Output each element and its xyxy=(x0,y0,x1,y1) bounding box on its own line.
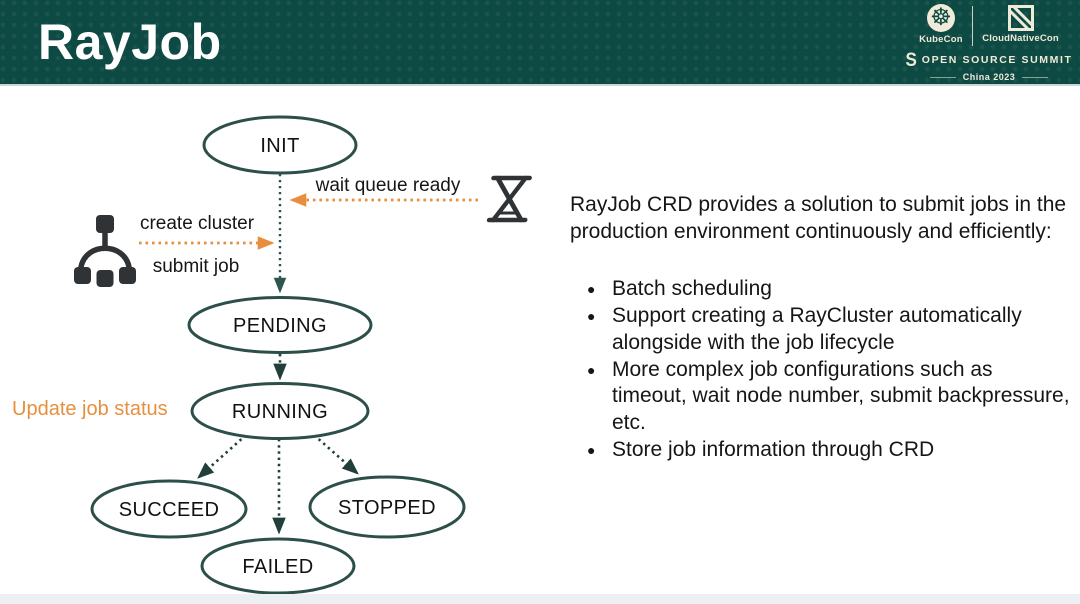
open-source-summit-logo: S OPEN SOURCE SUMMIT xyxy=(905,48,1073,71)
bottom-strip xyxy=(0,594,1080,604)
location-label: China 2023 xyxy=(962,72,1016,82)
conference-branding: ☸ KubeCon CloudNativeCon S OPEN SOURCE S… xyxy=(904,4,1074,82)
cloudnativecon-logo: CloudNativeCon xyxy=(982,4,1059,44)
feature-item-job-configurations: More complex job configurations such as … xyxy=(570,357,1070,437)
summit-label: OPEN SOURCE SUMMIT xyxy=(921,53,1073,66)
description-panel: RayJob CRD provides a solution to submit… xyxy=(570,192,1070,464)
cloudnativecon-label: CloudNativeCon xyxy=(982,33,1059,44)
node-pending-label: PENDING xyxy=(233,315,327,337)
dash-left xyxy=(929,76,956,78)
node-stopped-label: STOPPED xyxy=(338,497,436,519)
feature-item-batch-scheduling: Batch scheduling xyxy=(570,276,1070,303)
edge-running-stopped xyxy=(313,434,359,475)
node-pending: PENDING xyxy=(187,296,373,354)
node-succeed-label: SUCCEED xyxy=(119,499,220,521)
intro-text: RayJob CRD provides a solution to submit… xyxy=(570,193,1067,243)
node-failed: FAILED xyxy=(200,537,356,594)
node-stopped: STOPPED xyxy=(308,475,466,539)
feature-item-raycluster-lifecycle: Support creating a RayCluster automatica… xyxy=(570,303,1070,356)
kubecon-logo: ☸ KubeCon xyxy=(919,4,963,45)
dash-right xyxy=(1022,76,1049,78)
logos-row: ☸ KubeCon CloudNativeCon xyxy=(919,4,1059,46)
edge-running-succeed xyxy=(197,434,247,479)
node-running-label: RUNNING xyxy=(232,401,328,423)
node-init-label: INIT xyxy=(260,135,299,157)
summit-s-icon: S xyxy=(905,48,917,71)
node-succeed: SUCCEED xyxy=(90,479,248,539)
submit-job-label: submit job xyxy=(153,256,240,277)
summit-location: China 2023 xyxy=(929,72,1049,82)
create-cluster-label: create cluster xyxy=(140,213,255,234)
feature-list: Batch scheduling Support creating a RayC… xyxy=(570,276,1070,463)
hourglass-icon xyxy=(486,175,532,223)
kubecon-label: KubeCon xyxy=(919,34,963,45)
slide-body: INIT PENDING RUNNING SUCCEED STOPPED FAI… xyxy=(0,86,1080,594)
node-running: RUNNING xyxy=(190,382,370,440)
page-title: RayJob xyxy=(38,14,222,70)
cluster-icon xyxy=(74,215,136,287)
node-init: INIT xyxy=(202,115,358,175)
kubernetes-helm-icon: ☸ xyxy=(926,4,955,32)
logo-divider xyxy=(971,6,974,46)
slide-header: RayJob ☸ KubeCon CloudNativeCon xyxy=(0,0,1080,86)
rayjob-state-diagram: INIT PENDING RUNNING SUCCEED STOPPED FAI… xyxy=(12,115,532,594)
feature-item-store-crd: Store job information through CRD xyxy=(570,437,1070,464)
node-failed-label: FAILED xyxy=(242,556,313,578)
wait-queue-ready-label: wait queue ready xyxy=(315,175,461,196)
cncf-cube-icon xyxy=(1007,5,1034,31)
update-job-status-label: Update job status xyxy=(12,398,168,420)
